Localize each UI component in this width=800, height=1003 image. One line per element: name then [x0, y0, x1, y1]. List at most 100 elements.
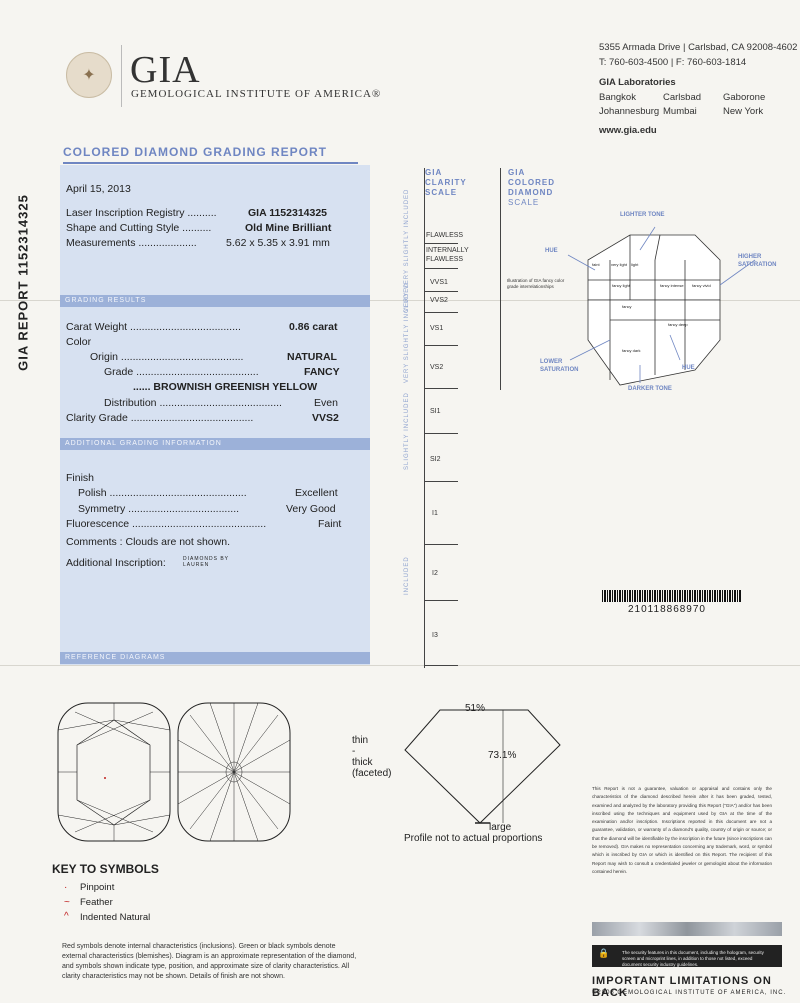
crown-facet — [113, 719, 171, 731]
pinpoint-icon: · — [64, 882, 68, 893]
measurements-label: Measurements .................... — [66, 237, 197, 249]
grade-i1: I1 — [432, 510, 438, 517]
symmetry-value: Very Good — [286, 503, 336, 515]
side-report-number: GIA REPORT 1152314325 — [15, 194, 31, 371]
lab-mumbai: Mumbai — [663, 106, 697, 117]
grade-i3: I3 — [432, 632, 438, 639]
website-link[interactable]: www.gia.edu — [599, 125, 657, 136]
finish-label: Finish — [66, 472, 95, 484]
inscription-value: DIAMONDS BY LAUREN — [183, 556, 229, 568]
address-line2: T: 760-603-4500 | F: 760-603-1814 — [599, 57, 747, 68]
grade-vvs2: VVS2 — [430, 297, 448, 304]
fold-line — [0, 665, 800, 666]
clarity-value: VVS2 — [312, 412, 339, 424]
grading-panel — [60, 165, 370, 665]
inscription-label: Additional Inscription: — [66, 557, 166, 569]
polish-label: Polish .................................… — [78, 487, 247, 499]
lab-johannesburg: Johannesburg — [599, 106, 660, 117]
grade-flawless: FLAWLESS — [426, 232, 464, 239]
cell-very-light: very light — [611, 262, 628, 267]
crown-table — [76, 719, 151, 826]
cell-fancy-deep: fancy deep — [668, 322, 688, 327]
crown-facet — [74, 711, 151, 746]
labs-title: GIA Laboratories — [599, 77, 676, 88]
key-feather: Feather — [80, 897, 113, 908]
color-scale-line — [500, 168, 501, 390]
footnote: Red symbols denote internal characterist… — [62, 943, 357, 980]
scale-tick — [424, 665, 458, 666]
scale-tick — [424, 388, 458, 389]
report-date: April 15, 2013 — [66, 183, 131, 195]
key-title: KEY TO SYMBOLS — [52, 862, 159, 876]
arrow-line — [639, 226, 656, 251]
table-percent: 51% — [465, 703, 486, 714]
girdle-faceted: (faceted) — [352, 768, 392, 779]
profile-note: Profile not to actual proportions — [404, 833, 543, 844]
scale-tick — [424, 544, 458, 545]
arrow-line — [569, 339, 611, 361]
additional-info-bar: ADDITIONAL GRADING INFORMATION — [60, 438, 370, 450]
origin-value: NATURAL — [287, 351, 337, 363]
hue-value: ...... BROWNISH GREENISH YELLOW — [133, 381, 318, 393]
comments: Comments : Clouds are not shown. — [66, 536, 230, 548]
profile-diagram — [404, 709, 561, 824]
polish-value: Excellent — [295, 487, 338, 499]
pavilion-plot-diagram — [177, 702, 291, 842]
diagram-front — [587, 299, 721, 386]
scale-tick — [424, 291, 458, 292]
group-included: INCLUDED — [404, 556, 410, 595]
culet-size: large — [489, 822, 512, 833]
measurements-value: 5.62 x 5.35 x 3.91 mm — [226, 237, 330, 249]
group-si: SLIGHTLY INCLUDED — [404, 392, 410, 470]
arrow-line — [669, 334, 681, 361]
scale-tick — [424, 481, 458, 482]
arrow-line — [719, 259, 756, 286]
scale-tick — [424, 433, 458, 434]
shape-label: Shape and Cutting Style .......... — [66, 222, 212, 234]
fluorescence-value: Faint — [318, 518, 342, 530]
grade-vs1: VS1 — [430, 325, 444, 332]
title-rule — [63, 162, 358, 164]
disclaimer: This Report is not a guarantee, valuatio… — [592, 786, 772, 874]
lab-carlsbad: Carlsbad — [663, 92, 702, 103]
crown-facet — [113, 814, 171, 826]
copyright: ©2008 GEMOLOGICAL INSTITUTE OF AMERICA, … — [592, 990, 787, 996]
carat-label: Carat Weight ...........................… — [66, 321, 241, 333]
scale-tick — [424, 600, 458, 601]
gia-seal-icon: ✦ — [66, 52, 112, 98]
label-darker-tone: DARKER TONE — [628, 386, 672, 392]
feather-icon: ~ — [64, 897, 70, 908]
gia-logo: GIA — [130, 49, 201, 91]
cell-fancy-intense: fancy intense — [660, 283, 684, 288]
grade-value: FANCY — [304, 366, 340, 378]
clarity-label: Clarity Grade ..........................… — [66, 412, 254, 424]
carat-value: 0.86 carat — [289, 321, 338, 333]
report-title: COLORED DIAMOND GRADING REPORT — [63, 145, 327, 159]
grade-si1: SI1 — [430, 408, 441, 415]
diagram-line — [654, 234, 661, 261]
cell-light: light — [631, 262, 639, 267]
clarity-scale-head-1: GIA — [425, 168, 443, 177]
girdle-thick: thick — [352, 757, 373, 768]
grade-i2: I2 — [432, 570, 438, 577]
crown-plot-diagram — [57, 702, 171, 842]
color-scale-head-4: SCALE — [508, 198, 540, 207]
barcode — [602, 590, 742, 602]
clarity-scale-head-2: CLARITY — [425, 178, 467, 187]
distribution-label: Distribution ...........................… — [104, 397, 282, 409]
symmetry-label: Symmetry ...............................… — [78, 503, 240, 515]
pavilion-facet — [177, 739, 291, 805]
cell-fancy-dark: fancy dark — [622, 348, 641, 353]
grade-label: Grade ..................................… — [104, 366, 259, 378]
pinpoint-mark — [104, 777, 106, 779]
barcode-number: 210118868970 — [628, 604, 706, 615]
crown-facet — [57, 814, 115, 826]
crown-facet — [76, 711, 154, 746]
crown-facet — [74, 799, 151, 833]
color-scale-head-2: COLORED — [508, 178, 555, 187]
fluorescence-label: Fluorescence ...........................… — [66, 518, 267, 530]
scale-tick — [424, 345, 458, 346]
hologram-strip — [592, 922, 782, 936]
security-box: 🔒 The security features in this document… — [592, 945, 782, 967]
profile-outline — [404, 709, 561, 824]
